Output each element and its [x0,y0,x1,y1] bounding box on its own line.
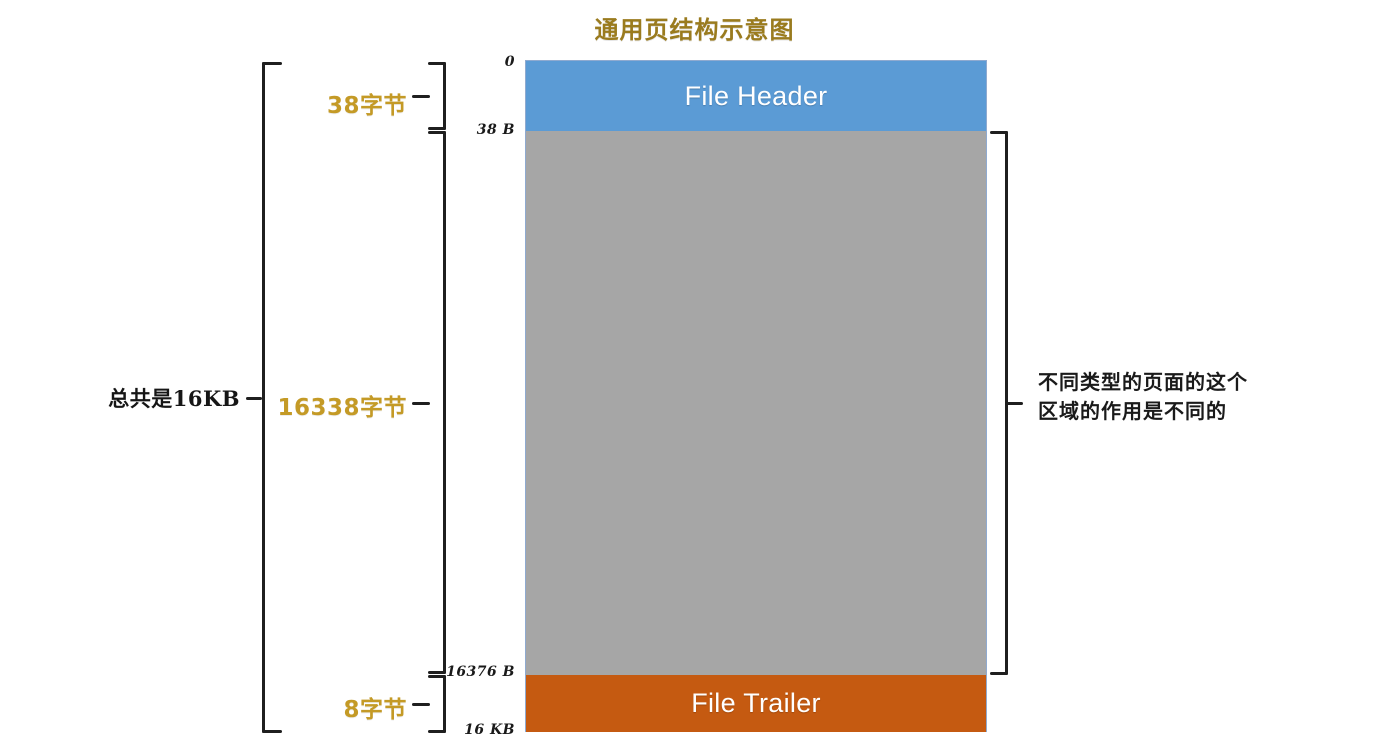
body-note-line-2: 区域的作用是不同的 [1038,399,1227,423]
offset-label-16kb: 16 KB [464,722,515,738]
brace-cap-top [990,131,1008,134]
brace-tick [412,95,430,98]
brace-tick [246,396,262,400]
brace-cap-top [262,62,282,65]
brace-cap-top [428,62,446,65]
size-label-body: 16338字节 [277,395,407,421]
brace-cap-bottom [990,672,1008,675]
brace-stem [443,131,446,674]
offset-labels: 0 38 B 16376 B 16 KB [380,0,515,745]
body-brace [412,131,446,674]
total-size-label: 总共是16KB [108,386,240,411]
brace-cap-bottom [428,127,446,130]
segment-file-trailer: File Trailer [526,675,986,732]
brace-cap-bottom [428,730,446,733]
brace-tick [412,401,430,405]
body-note-brace [990,131,1023,675]
file-trailer-brace [412,675,446,733]
body-note-text: 不同类型的页面的这个 区域的作用是不同的 [1038,368,1338,426]
page-title: 通用页结构示意图 [594,16,795,44]
brace-cap-bottom [428,671,446,674]
brace-cap-top [428,131,446,134]
brace-stem [262,62,265,733]
brace-tick [1005,402,1023,405]
offset-label-38b: 38 B [476,122,515,138]
brace-tick [412,703,430,706]
page-structure-box: File Header File Trailer [525,60,987,732]
offset-label-0: 0 [504,54,515,70]
segment-file-header: File Header [526,61,986,131]
file-header-brace [412,62,446,130]
total-size-brace [246,62,282,733]
brace-stem [443,62,446,130]
size-label-file-header: 38字节 [326,93,407,119]
segment-body [526,131,986,675]
brace-stem [443,675,446,733]
body-note-line-1: 不同类型的页面的这个 [1038,370,1248,394]
size-label-file-trailer: 8字节 [343,697,407,723]
brace-cap-top [428,675,446,678]
brace-cap-bottom [262,730,282,733]
offset-label-16376b: 16376 B [446,664,515,680]
